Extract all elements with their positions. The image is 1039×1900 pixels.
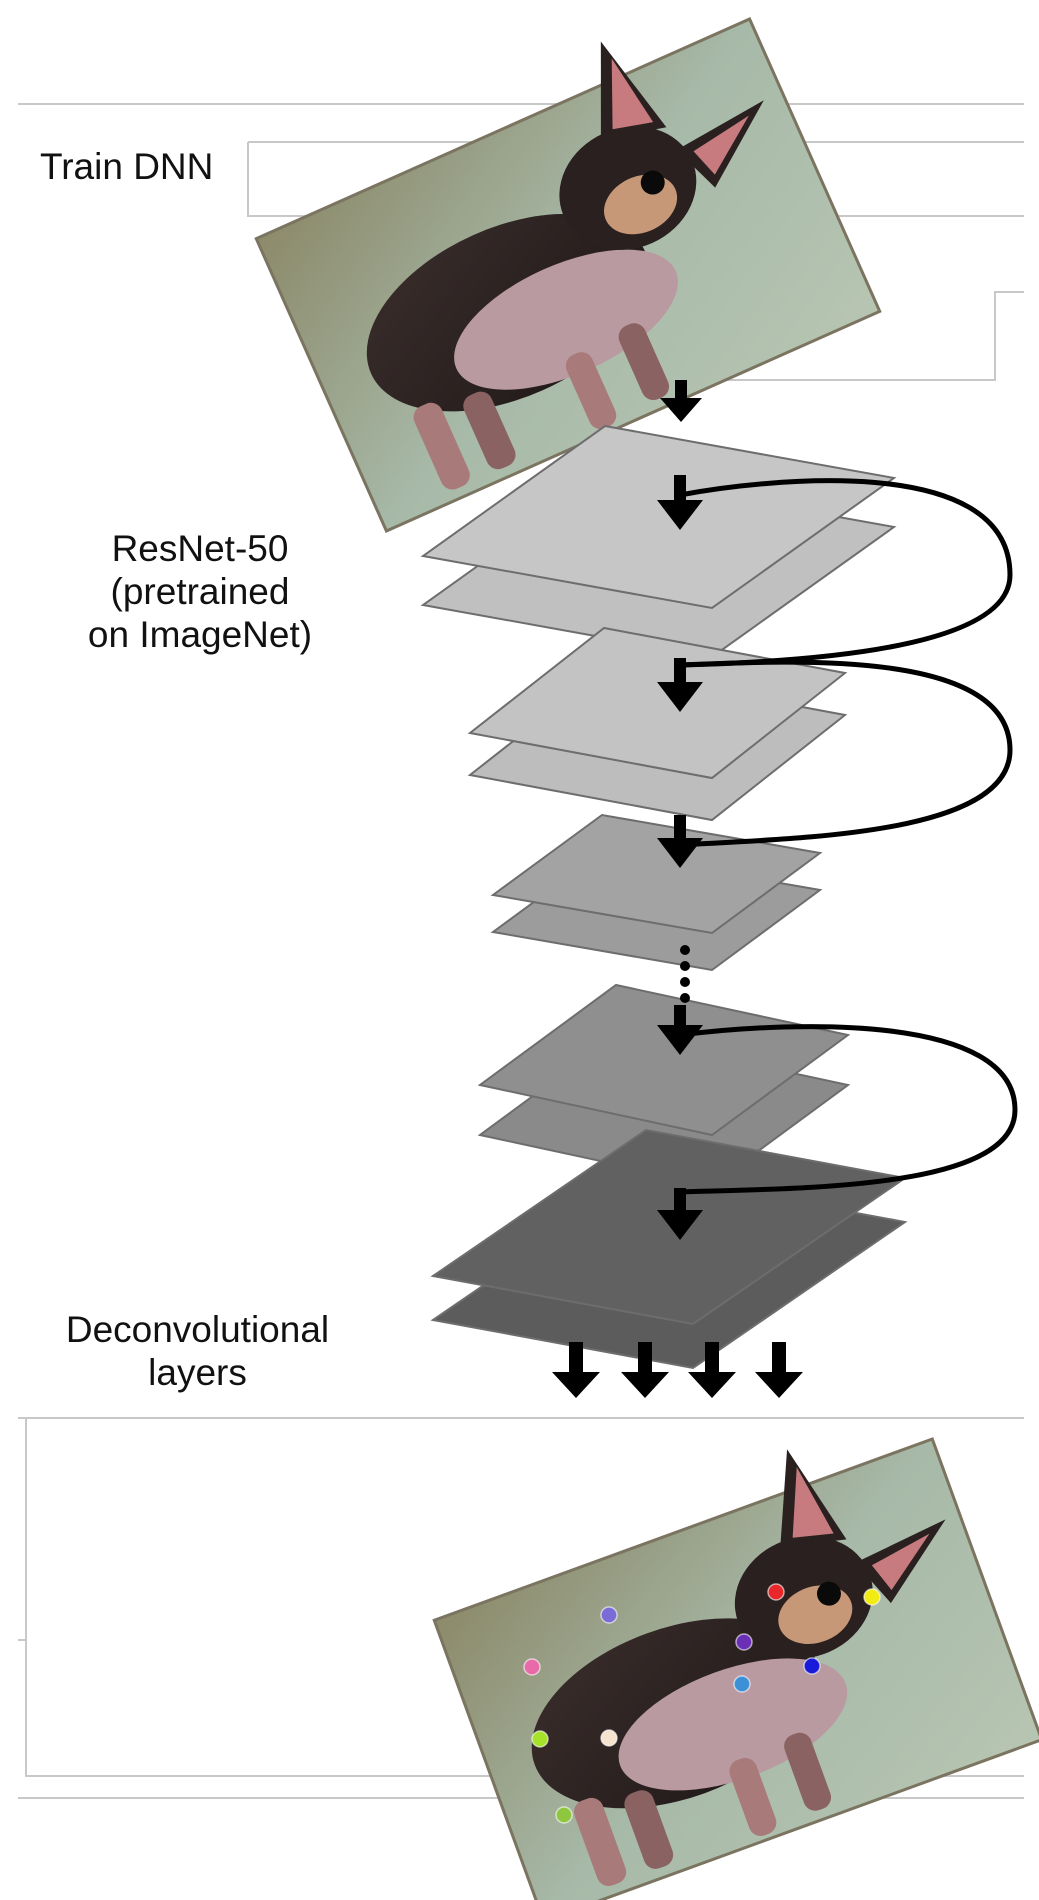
train-dnn-label: Train DNN xyxy=(40,146,214,187)
keypoint xyxy=(600,1606,618,1624)
keypoint xyxy=(803,1657,821,1675)
resnet-label-line-2: (pretrained xyxy=(110,571,290,612)
keypoint xyxy=(767,1583,785,1601)
resnet-label-line-1: ResNet-50 xyxy=(111,528,289,569)
deconv-arrows xyxy=(552,1342,803,1398)
deconv-label-line-2: layers xyxy=(148,1352,247,1393)
output-dog-photo xyxy=(432,1437,1039,1900)
deconv-label-line-1: Deconvolutional xyxy=(65,1309,330,1350)
keypoint xyxy=(531,1730,549,1748)
keypoint xyxy=(600,1729,618,1747)
input-arrow xyxy=(660,380,702,422)
keypoint xyxy=(733,1675,751,1693)
keypoint xyxy=(555,1806,573,1824)
layer-plane xyxy=(420,424,897,610)
layer-plane xyxy=(467,626,848,780)
resnet-label-line-3: on ImageNet) xyxy=(87,614,313,655)
ellipsis-dots xyxy=(680,945,690,1003)
layer-plane xyxy=(477,983,851,1137)
keypoint-markers xyxy=(523,1583,881,1824)
layer-stack xyxy=(420,424,908,1370)
keypoint xyxy=(863,1588,881,1606)
keypoint xyxy=(523,1658,541,1676)
keypoint xyxy=(735,1633,753,1651)
stack-arrows xyxy=(657,475,703,1240)
layer-plane xyxy=(490,813,823,935)
resnet-label: ResNet-50 (pretrained on ImageNet) xyxy=(60,527,340,656)
deconvolutional-layers-label: Deconvolutional layers xyxy=(40,1308,355,1394)
input-dog-photo xyxy=(254,17,882,533)
skip-connections xyxy=(679,478,1018,1195)
